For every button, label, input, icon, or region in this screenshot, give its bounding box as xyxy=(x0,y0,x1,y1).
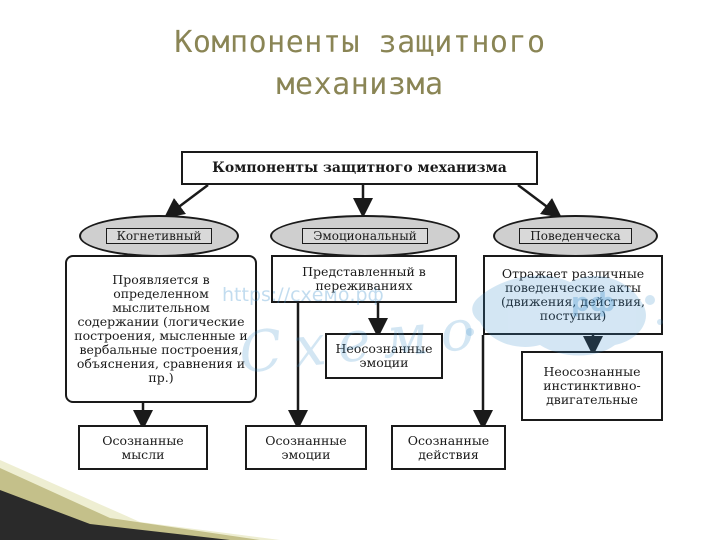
arrow-header-to-behavioral xyxy=(517,184,562,218)
category-emotional-label: Эмоциональный xyxy=(302,228,428,244)
diagram-header-box: Компоненты защитного механизма xyxy=(181,151,538,185)
defense-mechanism-diagram: Компоненты защитного механизма Когнетивн… xyxy=(63,143,663,515)
category-behavioral: Поведенческа xyxy=(493,215,658,257)
conscious-actions: Осознанные действия xyxy=(391,425,506,470)
slide-title-line-1: Компоненты защитного xyxy=(174,25,546,60)
diagram-header-text: Компоненты защитного механизма xyxy=(212,160,507,176)
unconscious-behavioral: Неосознанные инстинктивно-двигательные xyxy=(521,351,663,421)
category-cognitive: Когнетивный xyxy=(79,215,239,257)
conscious-emotions: Осознанные эмоции xyxy=(245,425,367,470)
conscious-thoughts-text: Осознанные мысли xyxy=(102,432,184,462)
arrow-header-to-cognitive xyxy=(164,184,209,218)
description-emotional: Представленный в переживаниях xyxy=(271,255,457,303)
slide-title: Компоненты защитного механизма xyxy=(0,22,720,106)
conscious-emotions-text: Осознанные эмоции xyxy=(265,432,347,462)
description-emotional-text: Представленный в переживаниях xyxy=(302,264,426,293)
unconscious-behavioral-text: Неосознанные инстинктивно-двигательные xyxy=(543,364,641,407)
description-behavioral-text: Отражает различные поведенческие акты (д… xyxy=(501,266,645,323)
description-cognitive: Проявляется в определенном мыслительном … xyxy=(65,255,257,403)
diagram-connectors xyxy=(133,184,603,430)
category-emotional: Эмоциональный xyxy=(270,215,460,257)
slide-title-line-2: механизма xyxy=(276,67,444,102)
category-cognitive-label: Когнетивный xyxy=(105,228,213,244)
conscious-thoughts: Осознанные мысли xyxy=(78,425,208,470)
conscious-actions-text: Осознанные действия xyxy=(407,432,490,462)
category-behavioral-label: Поведенческа xyxy=(519,228,632,244)
description-behavioral: Отражает различные поведенческие акты (д… xyxy=(483,255,663,335)
unconscious-emotions: Неосознанные эмоции xyxy=(325,333,443,379)
description-cognitive-text: Проявляется в определенном мыслительном … xyxy=(74,272,248,385)
unconscious-emotions-text: Неосознанные эмоции xyxy=(335,341,433,370)
